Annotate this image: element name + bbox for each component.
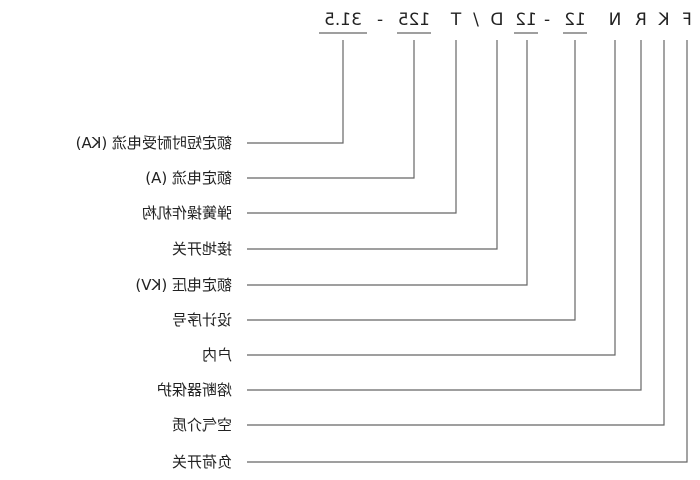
- leader-line: [247, 40, 642, 391]
- leader-line: [247, 40, 616, 356]
- code-token-slash: /: [473, 10, 479, 30]
- label-short-time-current: 额定短时耐受电流 (KA): [76, 134, 232, 152]
- leader-line: [247, 40, 498, 250]
- code-token-n: N: [609, 10, 622, 30]
- code-token-voltage: 12: [515, 10, 537, 30]
- label-load-switch: 负荷开关: [172, 453, 232, 471]
- code-token-f: F: [682, 10, 692, 30]
- label-spring-mechanism: 弹簧操作机构: [142, 204, 232, 222]
- code-token-design-no: 12: [564, 10, 586, 30]
- label-rated-voltage: 额定电压 (KV): [135, 276, 232, 294]
- code-token-short-time: 31.5: [324, 10, 362, 30]
- leader-line: [247, 40, 688, 463]
- label-air-medium: 空气介质: [172, 416, 232, 434]
- code-token-dash: -: [544, 10, 550, 30]
- leader-line: [247, 40, 457, 214]
- code-token-k: K: [658, 10, 670, 30]
- label-earthing-switch: 接地开关: [172, 240, 232, 258]
- code-token-r: R: [635, 10, 647, 30]
- leader-line: [247, 40, 344, 144]
- leader-line: [247, 40, 415, 179]
- label-fuse-protection: 熔断器保护: [157, 381, 232, 399]
- leader-lines: [247, 40, 688, 463]
- model-code: F K R N 12 - 12 D / T 125 - 31.5: [319, 10, 692, 34]
- code-token-dash2: -: [377, 10, 383, 30]
- leader-line: [247, 40, 576, 321]
- labels: 负荷开关 空气介质 熔断器保护 户内 设计序号 额定电压 (KV) 接地开关 弹…: [76, 134, 232, 471]
- label-indoor: 户内: [202, 346, 232, 364]
- label-design-number: 设计序号: [172, 311, 232, 329]
- code-token-d: D: [490, 10, 503, 30]
- code-token-current: 125: [398, 10, 430, 30]
- leader-line: [247, 40, 528, 286]
- leader-line: [247, 40, 665, 426]
- code-token-t: T: [450, 10, 462, 30]
- label-rated-current: 额定电流 (A): [145, 169, 232, 187]
